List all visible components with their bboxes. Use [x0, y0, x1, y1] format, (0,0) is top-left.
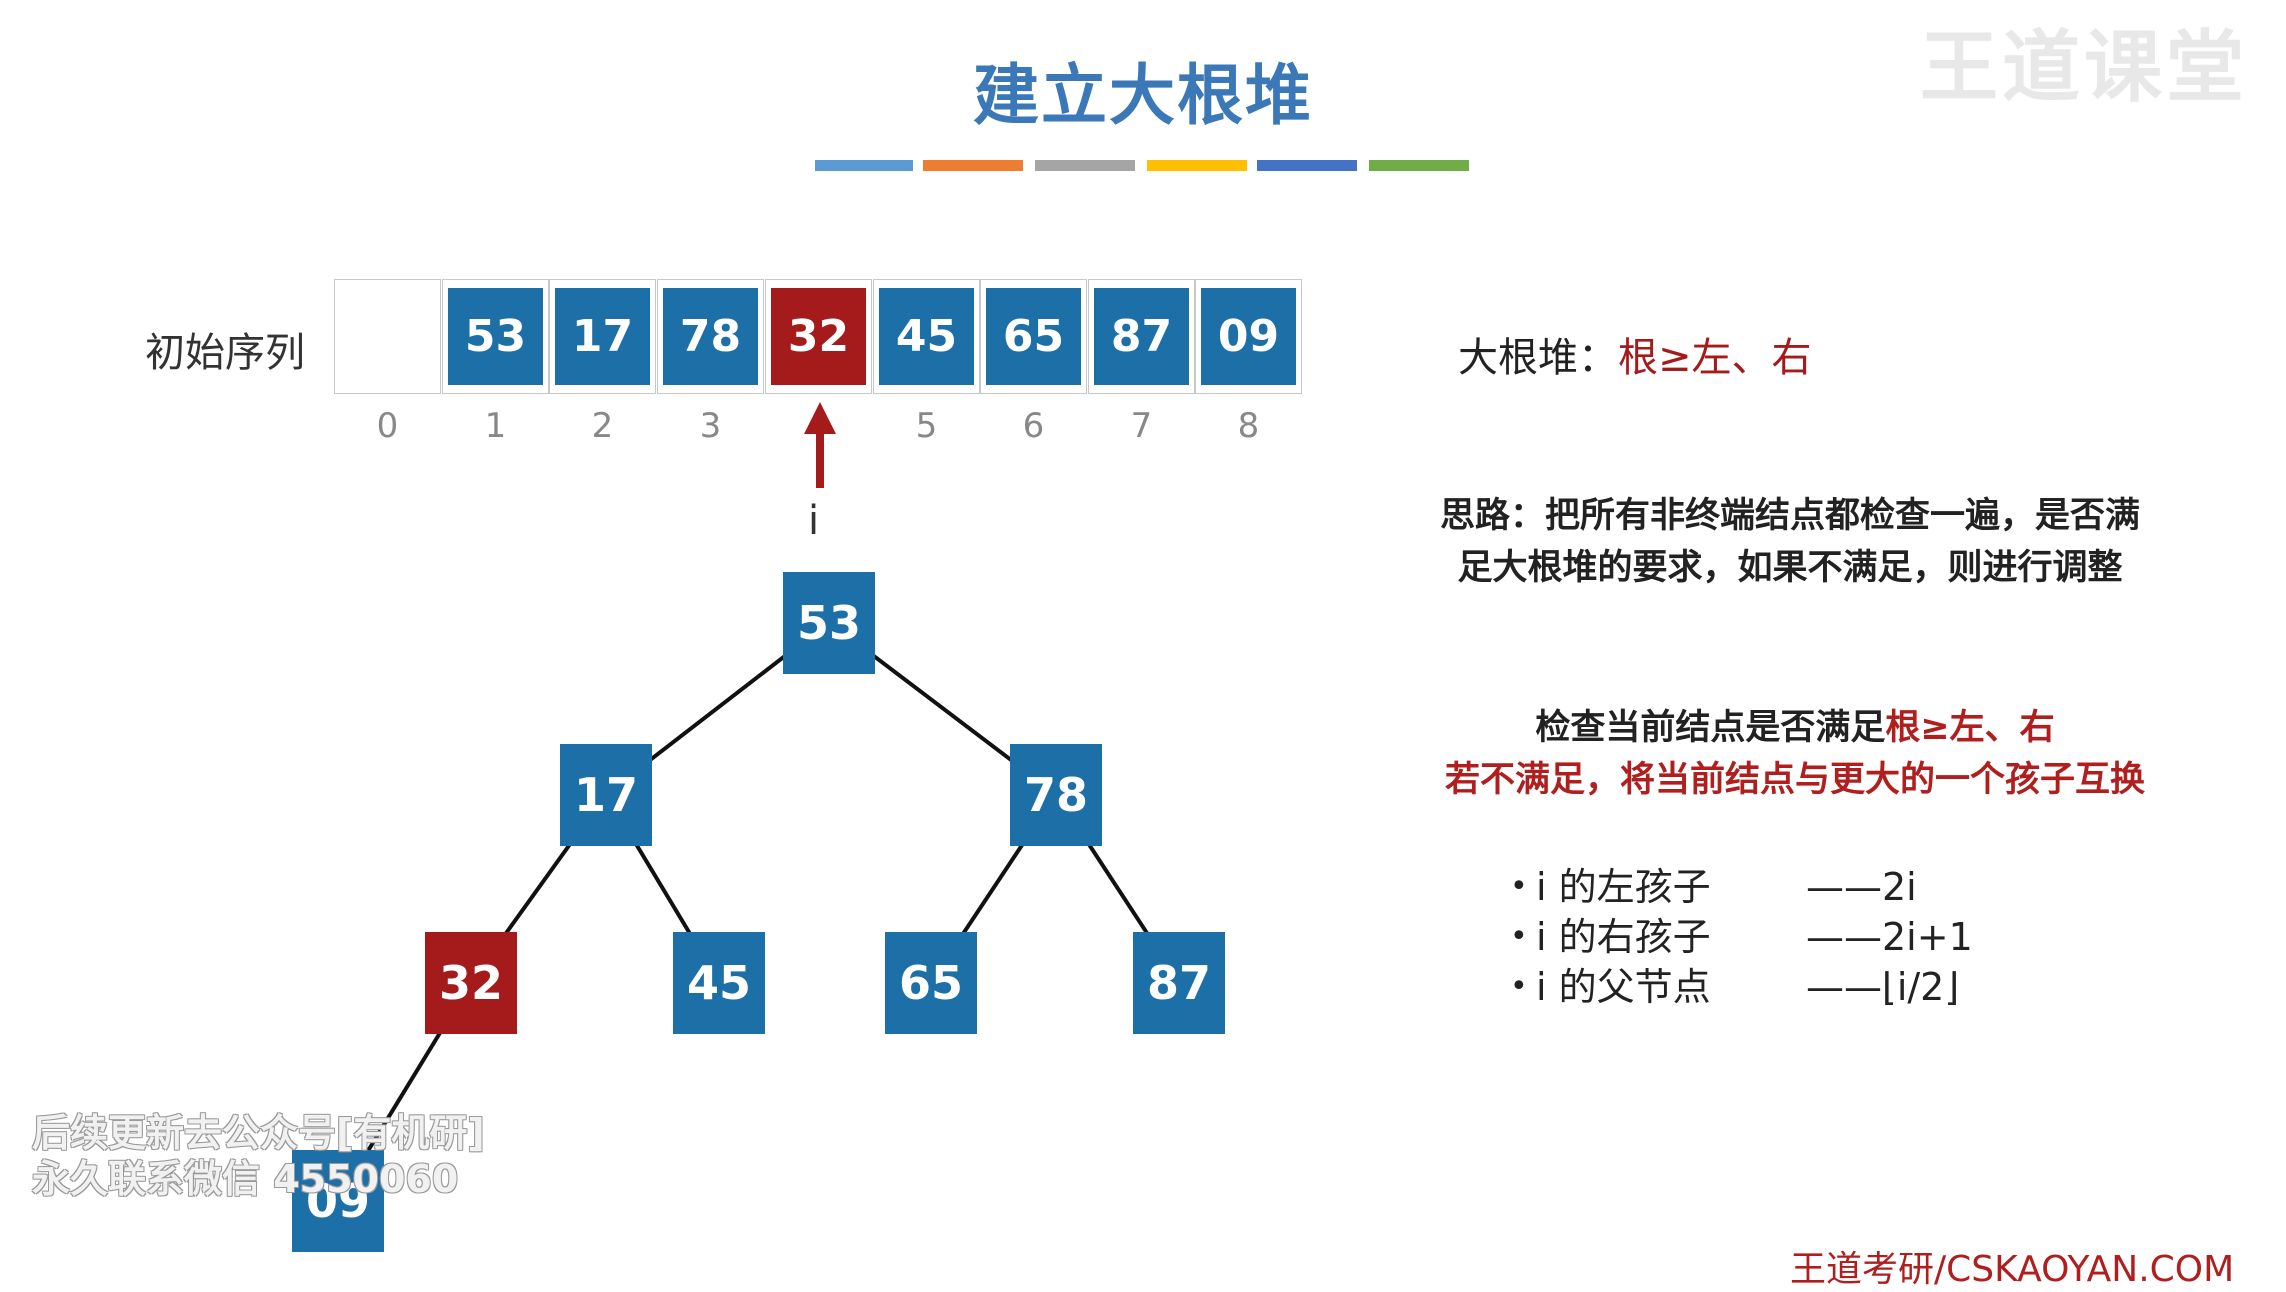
bullet-formula: ——⌊i/2⌋	[1806, 965, 1960, 1009]
tree-node-45: 45	[673, 932, 765, 1034]
bullet-icon: •	[1510, 969, 1528, 1004]
array-label: 初始序列	[145, 330, 305, 376]
deco-bar-6	[1369, 160, 1469, 171]
list-item: • i 的右孩子 ——2i+1	[1510, 912, 1973, 962]
tree-edges	[336, 620, 1181, 1202]
array-cell-0	[334, 279, 441, 394]
bullet-label: i 的右孩子	[1536, 915, 1711, 959]
array-cell-1: 53	[442, 279, 549, 394]
check-line-2: 若不满足，将当前结点与更大的一个孩子互换	[1444, 760, 2145, 800]
array-index: 0	[376, 406, 399, 446]
array-index: 5	[915, 406, 938, 446]
check-line-1-red: 根≥左、右	[1885, 708, 2055, 748]
index-formula-list: • i 的左孩子 ——2i • i 的右孩子 ——2i+1 • i 的父节点 —…	[1510, 862, 1973, 1012]
array-value: 17	[555, 288, 650, 385]
array-cell-7: 87	[1088, 279, 1195, 394]
heap-definition: 大根堆：根≥左、右	[1458, 325, 1812, 383]
bullet-label: i 的左孩子	[1536, 865, 1711, 909]
pointer-label: i	[808, 498, 820, 544]
array-index: 7	[1130, 406, 1153, 446]
array-value: 32	[771, 288, 866, 385]
array-cell-4-current: 32	[765, 279, 872, 394]
array-index: 3	[699, 406, 722, 446]
array-value: 45	[879, 288, 974, 385]
array-value: 53	[448, 288, 543, 385]
bullet-label: i 的父节点	[1536, 965, 1711, 1009]
check-text: 检查当前结点是否满足根≥左、右 若不满足，将当前结点与更大的一个孩子互换	[1400, 702, 2190, 806]
array-value: 87	[1094, 288, 1189, 385]
array-cell-2: 17	[549, 279, 656, 394]
idea-line-1: 思路：把所有非终端结点都检查一遍，是否满	[1439, 496, 2140, 536]
page-title: 建立大根堆	[973, 57, 1313, 134]
pointer-arrow-icon	[804, 402, 836, 488]
check-line-1: 检查当前结点是否满足根≥左、右	[1400, 702, 2190, 754]
array-value: 78	[663, 288, 758, 385]
tree-node-65: 65	[885, 932, 977, 1034]
deco-bar-3	[1035, 160, 1135, 171]
check-line-1-black: 检查当前结点是否满足	[1535, 708, 1886, 748]
footer-text: 王道考研/CSKAOYAN.COM	[1790, 1249, 2235, 1290]
array-cell-3: 78	[657, 279, 764, 394]
array-cell-5: 45	[873, 279, 980, 394]
bullet-formula: ——2i+1	[1806, 915, 1973, 959]
array-index: 2	[591, 406, 614, 446]
array-index: 8	[1237, 406, 1260, 446]
array-index: 6	[1022, 406, 1045, 446]
deco-bar-2	[923, 160, 1023, 171]
heap-definition-rule: 根≥左、右	[1618, 335, 1812, 381]
bullet-icon: •	[1510, 869, 1528, 904]
array-index: 1	[484, 406, 507, 446]
tree-node-09: 09	[292, 1150, 384, 1252]
deco-bar-1	[815, 160, 913, 171]
tree-node-53: 53	[783, 572, 875, 674]
array-value: 09	[1201, 288, 1296, 385]
array-cell-6: 65	[980, 279, 1087, 394]
watermark-line-2: 永久联系微信 4550060	[32, 1157, 459, 1201]
heap-definition-prefix: 大根堆：	[1458, 335, 1618, 381]
bullet-formula: ——2i	[1806, 865, 1917, 909]
bullet-icon: •	[1510, 919, 1528, 954]
array-value: 65	[986, 288, 1081, 385]
deco-bar-4	[1147, 160, 1247, 171]
tree-node-78: 78	[1010, 744, 1102, 846]
idea-line-2: 足大根堆的要求，如果不满足，则进行调整	[1457, 548, 2123, 588]
tree-node-87: 87	[1133, 932, 1225, 1034]
list-item: • i 的左孩子 ——2i	[1510, 862, 1973, 912]
list-item: • i 的父节点 ——⌊i/2⌋	[1510, 962, 1973, 1012]
tree-node-17: 17	[560, 744, 652, 846]
idea-text: 思路：把所有非终端结点都检查一遍，是否满 足大根堆的要求，如果不满足，则进行调整	[1410, 490, 2170, 594]
tree-node-32-current: 32	[425, 932, 517, 1034]
watermark-logo: 王道课堂	[1920, 23, 2249, 113]
deco-bar-5	[1257, 160, 1357, 171]
watermark-line-1: 后续更新去公众号[有机研]	[32, 1111, 485, 1155]
array-cell-8: 09	[1195, 279, 1302, 394]
